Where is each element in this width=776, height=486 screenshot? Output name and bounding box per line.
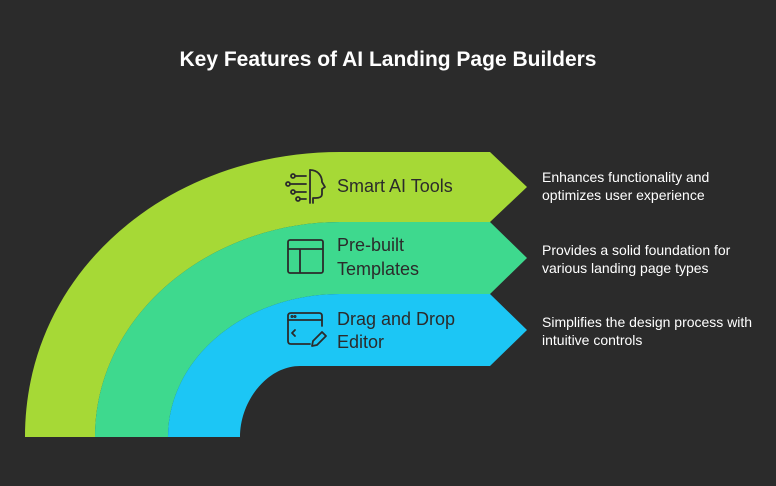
editor-window-pencil-icon <box>287 312 327 347</box>
band-pre-built-templates <box>95 222 527 437</box>
diagram-title: Key Features of AI Landing Page Builders <box>179 48 597 71</box>
description-pre-built-templates: Provides a solid foundation for various … <box>542 242 731 276</box>
ai-head-icon <box>285 169 326 204</box>
label-pre-built-line1: Pre-built <box>337 235 404 255</box>
band-smart-ai-tools <box>25 152 527 437</box>
band-drag-and-drop-editor <box>168 294 527 437</box>
template-layout-icon <box>287 239 324 274</box>
description-drag-and-drop-editor: Simplifies the design process with intui… <box>542 314 753 348</box>
label-pre-built-line2: Templates <box>337 259 419 279</box>
label-drag-drop-line2: Editor <box>337 332 384 352</box>
description-smart-ai-tools: Enhances functionality and optimizes use… <box>542 169 710 203</box>
label-drag-drop-line1: Drag and Drop <box>337 309 455 329</box>
label-smart-ai-tools: Smart AI Tools <box>337 176 453 196</box>
